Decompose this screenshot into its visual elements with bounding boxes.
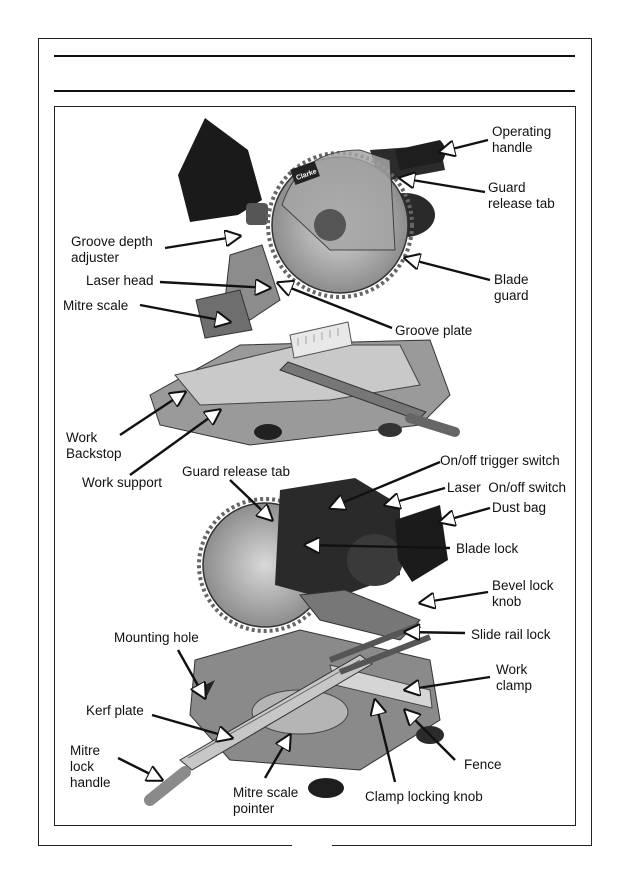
label-groove-depth-adjuster: Groove depth adjuster [71, 234, 153, 265]
header-rule-bottom [54, 90, 575, 92]
callout-arrows-top [119, 138, 491, 476]
label-mounting-hole: Mounting hole [114, 630, 199, 645]
label-mitre-scale: Mitre scale [63, 298, 129, 313]
label-dust-bag: Dust bag [492, 500, 547, 515]
label-work-backstop: Work Backstop [66, 430, 122, 461]
label-laser-head: Laser head [86, 273, 154, 288]
dust-bag-shape [178, 118, 262, 222]
label-work-support: Work support [82, 475, 163, 490]
label-guard-release-tab-top: Guard release tab [488, 180, 555, 211]
label-clamp-locking-knob: Clamp locking knob [365, 789, 483, 804]
label-work-clamp: Work clamp [496, 662, 533, 693]
label-guard-release-tab-bottom: Guard release tab [182, 464, 291, 479]
callout-arrows-bottom [117, 460, 491, 783]
label-kerf-plate: Kerf plate [86, 703, 144, 718]
page-number-gap [292, 838, 332, 854]
label-blade-guard: Blade guard [494, 272, 529, 303]
label-operating-handle-l1: Operating [492, 124, 551, 139]
label-laser-on-off-switch: Laser On/off switch [447, 480, 567, 495]
label-slide-rail-lock: Slide rail lock [471, 627, 551, 642]
label-on-off-trigger-switch: On/off trigger switch [440, 453, 560, 468]
label-bevel-lock-knob: Bevel lock knob [492, 578, 554, 609]
label-blade-lock: Blade lock [456, 541, 519, 556]
header-rule-top [54, 55, 575, 57]
top-saw-illustration: Clarke [149, 118, 460, 446]
label-groove-plate: Groove plate [395, 323, 473, 338]
label-fence: Fence [464, 757, 502, 772]
label-mitre-scale-pointer: Mitre scale pointer [233, 785, 299, 816]
label-mitre-lock-handle: Mitre lock handle [70, 743, 111, 790]
